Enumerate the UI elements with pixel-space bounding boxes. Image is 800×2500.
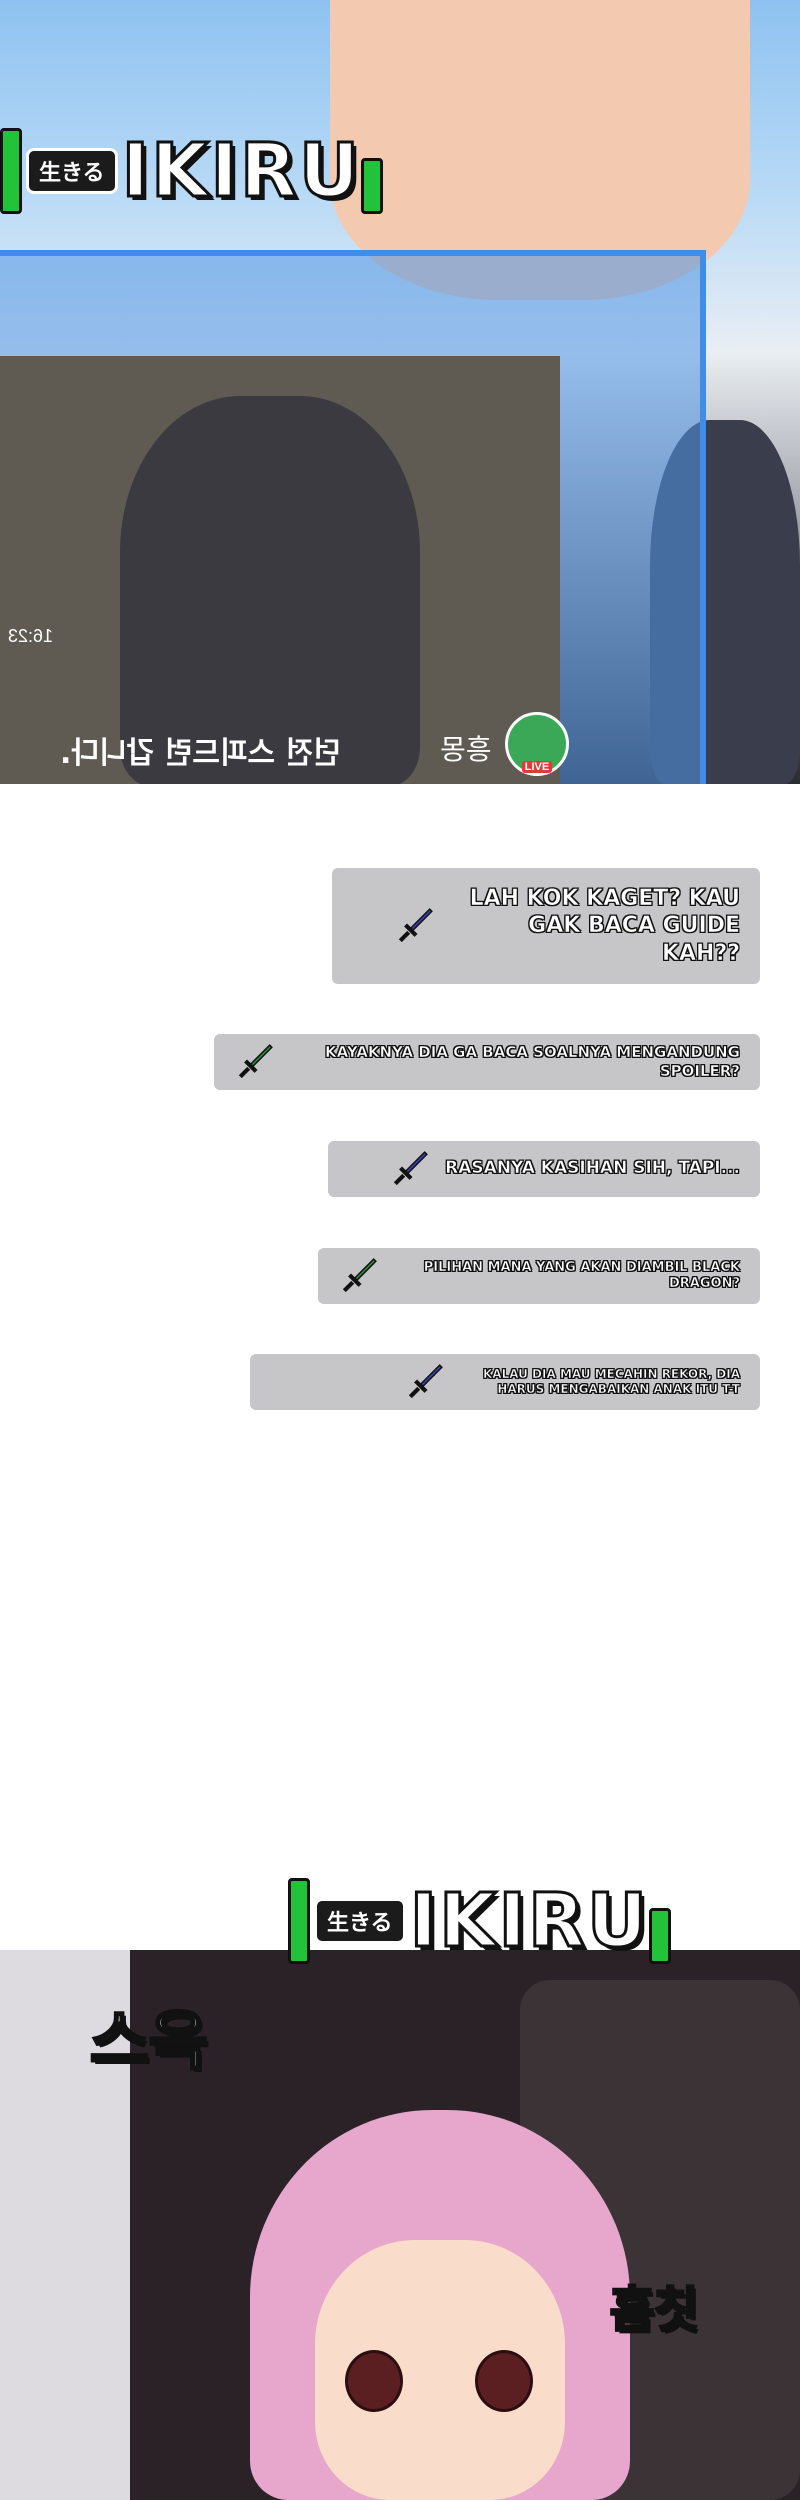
top-panel: 16:23 던전 스피드런 갑니다. 흥몽 LIVE 生きる IKIRU [0,0,800,784]
logo-word: IKIRU [120,127,362,216]
chat-message-3: RASANYA KASIHAN SIH, TAPI... [328,1141,760,1197]
chat-text-4: PILIHAN MANA YANG AKAN DIAMBIL BLACK DRA… [423,1259,740,1291]
logo-bracket-left [0,128,22,214]
logo-bracket-right [361,158,384,214]
chat-message-4: PILIHAN MANA YANG AKAN DIAMBIL BLACK DRA… [318,1248,760,1304]
logo-word: IKIRU [408,1877,650,1966]
chat-message-2: KAYAKNYA DIA GA BACA SOALNYA MENGANDUNG … [214,1034,760,1090]
chat-message-1: LAH KOK KAGET? KAU GAK BACA GUIDE KAH?? [332,868,760,984]
live-badge: LIVE [505,712,569,776]
girl-right-eye [475,2350,533,2412]
stream-window: 16:23 던전 스피드런 갑니다. 흥몽 LIVE [0,250,706,784]
logo-bracket-left [288,1878,310,1964]
stream-video: 16:23 던전 스피드런 갑니다. 흥몽 LIVE [0,356,569,784]
chat-text-5: KALAU DIA MAU MECAHIN REKOR, DIA HARUS M… [482,1367,741,1397]
chat-message-5: KALAU DIA MAU MECAHIN REKOR, DIA HARUS M… [250,1354,760,1410]
blue-sword-icon [398,908,433,943]
sfx-swoosh: 스윽 [89,2004,210,2081]
girl-left-eye [345,2350,403,2412]
green-sword-icon [342,1258,377,1293]
chat-text-2: KAYAKNYA DIA GA BACA SOALNYA MENGANDUNG … [325,1043,741,1080]
girl-face [315,2240,565,2500]
logo-badge: 生きる [314,1898,406,1944]
blue-sword-icon [393,1151,429,1186]
live-label: LIVE [521,761,553,773]
stream-time: 16:23 [8,626,54,646]
stream-username: 흥몽 [440,734,492,765]
character-arm [0,1950,130,2500]
logo-badge: 生きる [26,148,118,194]
sfx-flinch: 흠칫 [608,2281,699,2340]
stream-character [120,396,420,784]
logo-bracket-right [649,1908,672,1964]
green-sword-icon [238,1044,273,1079]
chat-text-1: LAH KOK KAGET? KAU GAK BACA GUIDE KAH?? [469,885,740,966]
ikiru-logo: 生きる IKIRU [0,127,384,216]
stream-caption: 던전 스피드런 갑니다. [60,736,341,771]
chat-text-3: RASANYA KASIHAN SIH, TAPI... [445,1158,740,1179]
ikiru-logo-bottom: 生きる IKIRU [288,1877,672,1966]
blue-sword-icon [408,1364,443,1399]
